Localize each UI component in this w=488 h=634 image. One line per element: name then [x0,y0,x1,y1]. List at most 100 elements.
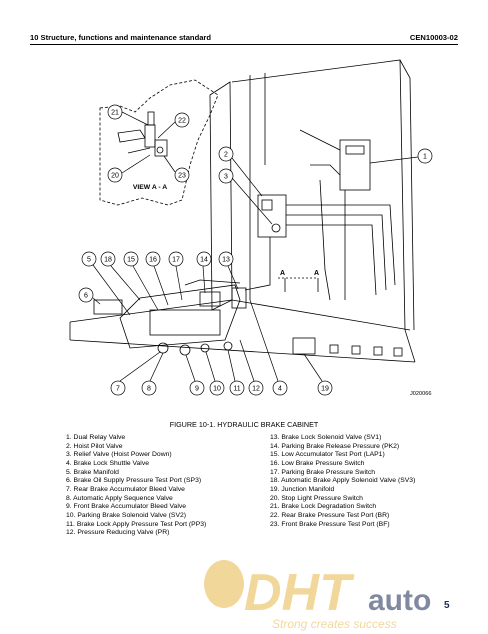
dual-relay-valve [339,139,371,191]
test-port-sp3 [93,299,123,315]
legend-item: 21. Brake Lock Degradation Switch [270,503,377,511]
watermark-logo: DHT auto Strong creates success [204,560,431,631]
legend-item: 20. Stop Light Pressure Switch [270,494,363,502]
cabinet-left-panel [209,81,233,311]
relay-bracket [299,129,341,151]
callout-8: 8 [141,352,164,396]
view-label: VIEW A - A [133,184,167,191]
legend-item: 7. Rear Brake Accumulator Bleed Valve [66,485,185,493]
fitting-2 [351,345,361,355]
section-title: 10 Structure, functions and maintenance … [30,33,212,42]
svg-text:16: 16 [149,257,157,264]
legend-item: 4. Brake Lock Shuttle Valve [66,459,149,467]
svg-text:19: 19 [321,386,329,393]
section-marker-left: A [280,270,285,277]
svg-text:23: 23 [178,173,186,180]
tube-run-4 [310,164,341,176]
callout-7: 7 [110,351,161,396]
dual-relay-cap [345,145,365,155]
junction-manifold [292,337,316,355]
callout-9: 9 [185,354,205,396]
svg-text:18: 18 [104,257,112,264]
callout-22: 22 [157,112,190,139]
callout-6: 6 [78,287,101,305]
relief-valve-port [271,223,281,233]
brake-manifold [119,284,241,349]
fitting-1 [329,344,339,354]
svg-text:auto: auto [368,584,431,617]
callout-2: 2 [218,146,263,197]
svg-text:17: 17 [172,257,180,264]
svg-text:8: 8 [147,386,151,393]
svg-text:15: 15 [127,257,135,264]
manifold-face [149,309,221,336]
bleed-valve-rear [157,342,169,354]
detail-switch-body [144,124,156,148]
svg-text:11: 11 [233,386,240,393]
watermark-emblem [204,560,244,608]
section-marker-right: A [314,270,319,277]
legend-item: 23. Front Brake Pressure Test Port (BF) [270,520,390,528]
svg-text:1: 1 [423,154,427,161]
callout-14: 14 [196,251,212,294]
legend-item: 3. Relief Valve (Hoist Power Down) [66,451,172,459]
callout-13: 13 [218,251,239,290]
brake-lock-solenoid [231,287,247,309]
callout-3: 3 [218,168,273,225]
detail-switch-top [147,111,155,126]
cabinet-floor-bottom [69,339,416,363]
legend-item: 1. Dual Relay Valve [66,434,126,441]
legend-item: 16. Low Brake Pressure Switch [270,459,365,467]
fitting-3 [373,346,383,356]
callout-11: 11 [227,349,245,396]
test-port-pp3 [223,341,233,351]
tube-run-3 [286,224,377,296]
callout-10: 10 [205,351,225,396]
manifold-tube [184,279,241,286]
legend-item: 10. Parking Brake Solenoid Valve (SV2) [66,511,187,519]
cabinet-floor-front [69,299,233,323]
document-code: CEN10003-02 [409,33,458,42]
svg-text:6: 6 [84,293,88,300]
legend-item: 12. Pressure Reducing Valve (PR) [66,529,170,537]
bleed-valve-front [179,344,191,356]
svg-text:2: 2 [224,152,228,159]
drawing-code: J020066 [410,391,432,397]
legend-item: 2. Hoist Pilot Valve [66,442,123,450]
svg-text:DHT: DHT [244,564,355,622]
hoist-pilot-port [261,199,273,211]
legend-item: 22. Rear Brake Pressure Test Port (BR) [270,511,390,519]
callout-21: 21 [107,104,149,126]
legend-column-1: 1. Dual Relay Valve 2. Hoist Pilot Valve… [66,434,206,538]
callout-1: 1 [369,148,433,164]
callout-18: 18 [100,251,141,301]
detail-port [156,146,164,154]
callout-23: 23 [163,155,190,183]
svg-text:3: 3 [224,174,228,181]
tube-run-5 [319,179,331,301]
svg-text:9: 9 [195,386,199,393]
detail-bracket [117,129,146,143]
solenoid-port [200,343,210,353]
svg-text:12: 12 [252,386,260,393]
cabinet-base-edge [231,299,411,331]
legend-item: 8. Automatic Apply Sequence Valve [66,494,173,502]
svg-text:22: 22 [178,118,186,125]
callout-16: 16 [145,251,169,306]
legend-item: 11. Brake Lock Apply Pressure Test Port … [66,520,207,528]
callout-5: 5 [81,251,131,316]
legend-item: 6. Brake Oil Supply Pressure Test Port (… [66,477,202,485]
tube-run-2 [286,214,387,291]
svg-text:20: 20 [111,173,119,180]
legend-item: 18. Automatic Brake Apply Solenoid Valve… [270,477,416,485]
tube-run-1 [286,204,396,286]
legend-item: 17. Parking Brake Pressure Switch [270,468,376,476]
legend-item: 13. Brake Lock Solenoid Valve (SV1) [270,434,382,441]
callout-17: 17 [168,251,184,301]
callout-4: 4 [249,299,288,396]
callout-12: 12 [239,339,264,396]
svg-text:7: 7 [116,386,120,393]
svg-text:4: 4 [278,386,282,393]
fitting-4 [393,347,403,357]
legend-item: 5. Brake Manifold [66,468,119,476]
